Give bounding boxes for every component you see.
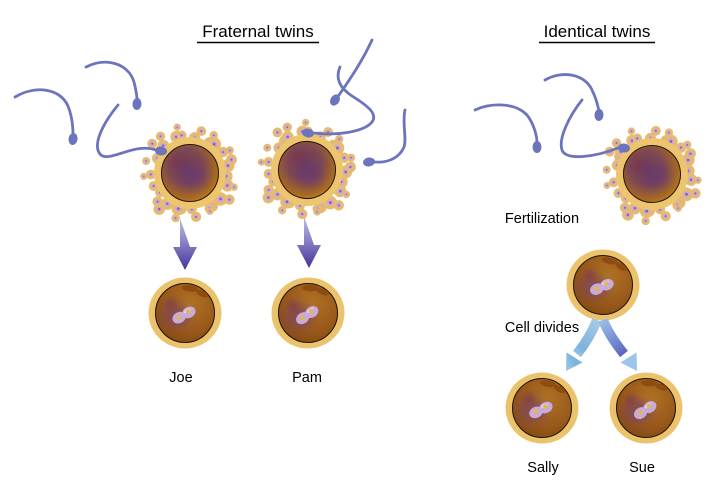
sperm-icon [330,38,374,106]
sue-label: Sue [629,460,655,476]
fraternal-section: Fraternal twins [13,22,407,386]
arrow-split-right-icon [598,318,637,371]
egg-cell-identical [594,117,707,231]
egg-cell-right [247,110,366,229]
sperm-icon [84,60,142,110]
zygote-joe [149,278,222,349]
identical-section: Identical twins Fertilization Cell divid… [473,22,708,476]
zygote-sue [607,369,686,446]
sperm-icon [559,98,630,159]
zygote-sally [504,371,579,445]
egg-cell-left [140,124,238,223]
zygote-pam [268,274,348,352]
sally-label: Sally [527,460,559,476]
arrow-down-icon [297,216,321,268]
fertilization-label: Fertilization [505,211,579,227]
joe-label: Joe [169,370,192,386]
sperm-icon [13,88,78,145]
fraternal-title: Fraternal twins [202,22,313,41]
arrow-split-left-icon [566,318,602,371]
sperm-icon [96,103,167,159]
sperm-icon [543,73,604,121]
sperm-icon [363,108,407,167]
cell-divides-label: Cell divides [505,320,579,336]
sperm-icon [302,65,376,138]
sperm-icon [473,103,542,153]
identical-title: Identical twins [544,22,651,41]
zygote-identical [564,247,642,323]
arrow-down-icon [173,218,197,270]
pam-label: Pam [292,370,322,386]
